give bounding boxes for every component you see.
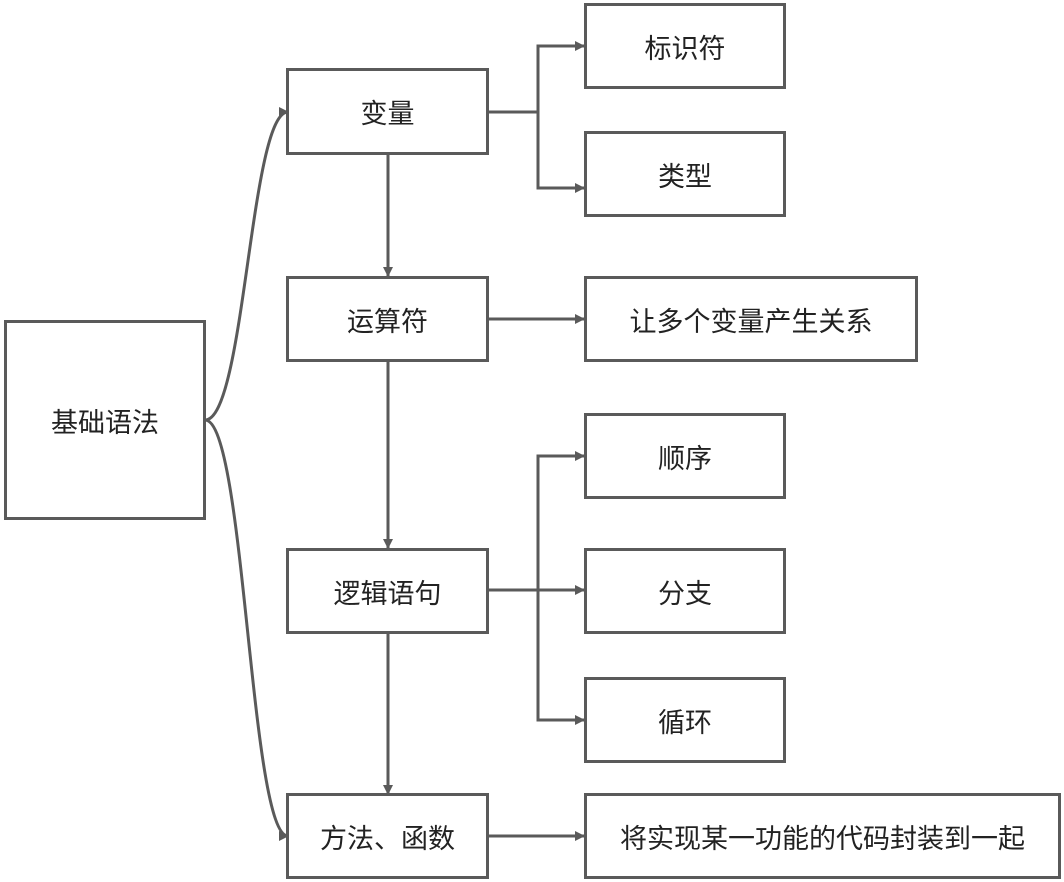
node-branch-label: 分支	[658, 578, 712, 610]
node-loop: 循环	[584, 677, 786, 763]
node-method-desc-label: 将实现某一功能的代码封装到一起	[620, 823, 1025, 855]
node-operator-label: 运算符	[347, 306, 428, 338]
node-method-label: 方法、函数	[320, 823, 455, 855]
node-type: 类型	[584, 131, 786, 217]
node-operator-desc: 让多个变量产生关系	[584, 276, 918, 362]
node-method: 方法、函数	[286, 793, 489, 879]
connector-logic-sequence	[488, 451, 585, 592]
node-logic: 逻辑语句	[286, 548, 489, 634]
connector-variable-type	[536, 112, 585, 193]
node-branch: 分支	[584, 548, 786, 634]
node-type-label: 类型	[658, 161, 712, 193]
connector-logic-loop	[536, 590, 585, 725]
node-identifier-label: 标识符	[644, 33, 726, 65]
connector-root-variable	[204, 107, 289, 422]
node-root-label: 基础语法	[51, 407, 159, 439]
node-logic-label: 逻辑语句	[333, 578, 442, 610]
node-operator: 运算符	[286, 276, 489, 362]
node-loop-label: 循环	[658, 707, 712, 739]
node-root: 基础语法	[4, 320, 206, 520]
node-variable: 变量	[286, 68, 489, 155]
node-variable-label: 变量	[360, 99, 415, 130]
node-sequence: 顺序	[584, 413, 786, 499]
node-operator-desc-label: 让多个变量产生关系	[629, 306, 873, 338]
node-sequence-label: 顺序	[658, 443, 712, 475]
node-method-desc: 将实现某一功能的代码封装到一起	[584, 793, 1061, 879]
connector-variable-identifier	[488, 41, 585, 114]
connector-root-method	[204, 418, 289, 841]
node-identifier: 标识符	[584, 3, 786, 89]
